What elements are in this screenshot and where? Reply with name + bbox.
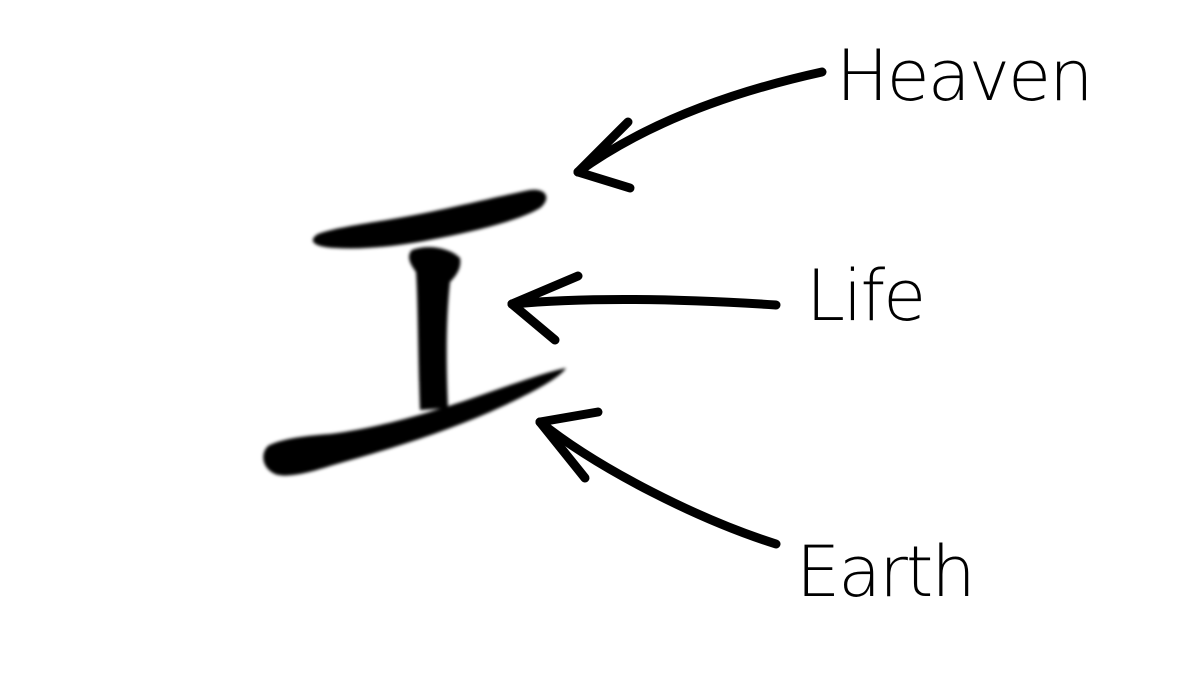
bottom-stroke [263, 368, 566, 476]
calligraphy-character [263, 189, 566, 476]
earth-label: Earth [796, 531, 974, 613]
earth-arrow-icon [535, 407, 781, 549]
heaven-arrow-icon [573, 67, 827, 193]
heaven-label: Heaven [836, 35, 1091, 117]
life-arrow-icon [507, 271, 781, 345]
vertical-stroke [409, 247, 461, 410]
life-label: Life [806, 255, 924, 337]
top-stroke [312, 189, 547, 249]
